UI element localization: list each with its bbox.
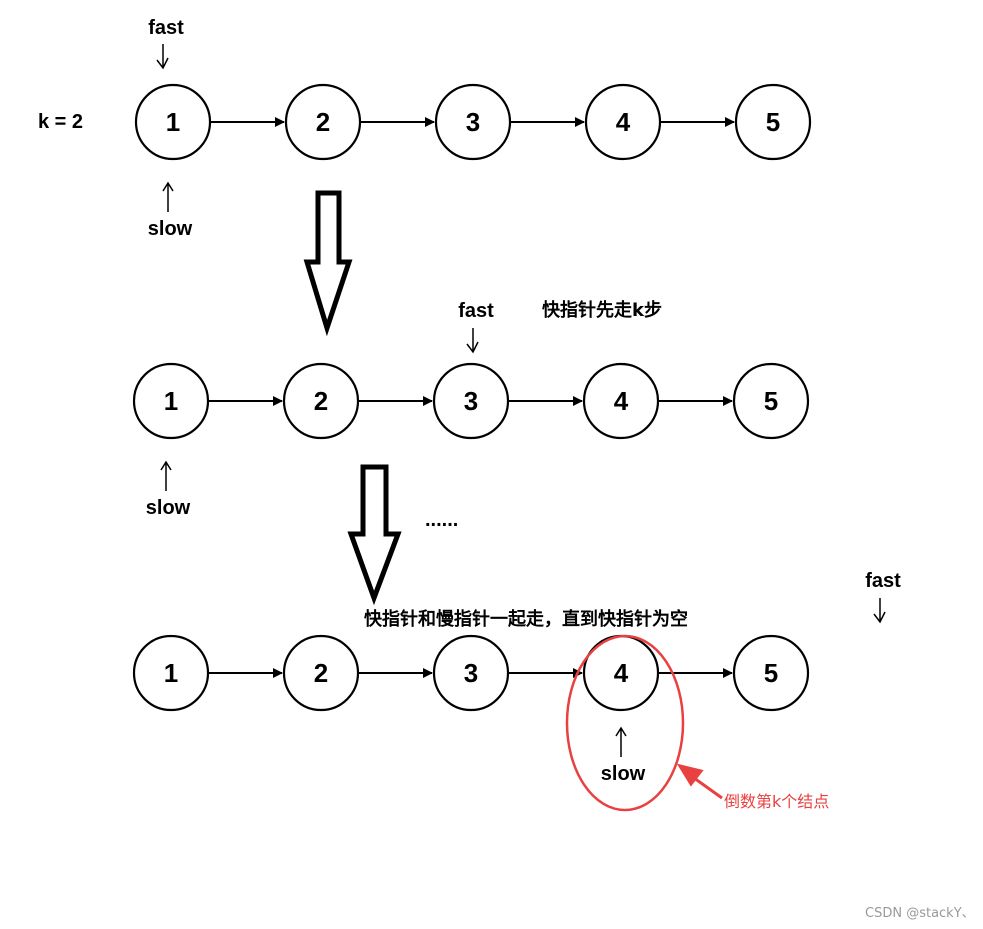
node-value: 2 — [314, 386, 328, 416]
node-circle — [734, 83, 812, 161]
node-value: 1 — [164, 658, 178, 688]
fast-label: fast — [148, 17, 184, 39]
node-circle — [132, 634, 210, 712]
fast-pointer-arrow-down-icon — [466, 328, 479, 354]
big-down-arrow-icon — [303, 190, 353, 337]
step2-caption: 快指针和慢指针一起走，直到快指针为空 — [364, 608, 688, 630]
k-label: k = 2 — [38, 111, 83, 133]
node-value: 3 — [464, 658, 478, 688]
slow-pointer-arrow-up-icon — [615, 726, 627, 757]
watermark: CSDN @stackY、 — [865, 906, 975, 921]
node-circle — [132, 362, 210, 440]
slow-label: slow — [146, 497, 191, 519]
node-value: 3 — [464, 386, 478, 416]
node-value: 5 — [766, 107, 780, 137]
node-value: 1 — [164, 386, 178, 416]
slow-pointer-arrow-up-icon — [162, 181, 174, 212]
node-value: 4 — [616, 107, 631, 137]
ellipsis-text: ...... — [425, 509, 458, 531]
node-value: 2 — [316, 107, 330, 137]
node-value: 5 — [764, 658, 778, 688]
row-3-linked-list: 1 2 3 4 5 — [132, 634, 810, 712]
fast-pointer-arrow-down-icon — [156, 44, 169, 70]
slow-label: slow — [148, 218, 193, 240]
highlight-ellipse — [565, 634, 685, 812]
node-value: 1 — [166, 107, 180, 137]
result-caption: 倒数第k个结点 — [724, 792, 829, 811]
fast-label: fast — [865, 570, 901, 592]
node-circle — [282, 362, 360, 440]
node-circle — [732, 634, 810, 712]
red-arrow-shaft — [693, 776, 723, 800]
slow-pointer-arrow-up-icon — [160, 460, 172, 491]
node-circle — [584, 83, 662, 161]
fast-pointer-arrow-down-icon — [873, 598, 886, 624]
node-circle — [432, 634, 510, 712]
node-circle — [434, 83, 512, 161]
node-circle — [284, 83, 362, 161]
fast-label: fast — [458, 300, 494, 322]
node-circle — [582, 362, 660, 440]
node-circle — [282, 634, 360, 712]
node-value: 4 — [614, 386, 629, 416]
red-arrow-head-icon — [676, 763, 704, 787]
node-value: 5 — [764, 386, 778, 416]
node-value: 3 — [466, 107, 480, 137]
node-circle — [432, 362, 510, 440]
row-1-linked-list: 1 2 3 4 5 — [134, 83, 812, 161]
node-value: 2 — [314, 658, 328, 688]
node-circle — [134, 83, 212, 161]
slow-label: slow — [601, 763, 646, 785]
node-circle — [732, 362, 810, 440]
row-2-linked-list: 1 2 3 4 5 — [132, 362, 810, 440]
step1-caption: 快指针先走k步 — [542, 299, 662, 321]
node-value: 4 — [614, 658, 629, 688]
big-down-arrow-icon — [347, 464, 402, 606]
